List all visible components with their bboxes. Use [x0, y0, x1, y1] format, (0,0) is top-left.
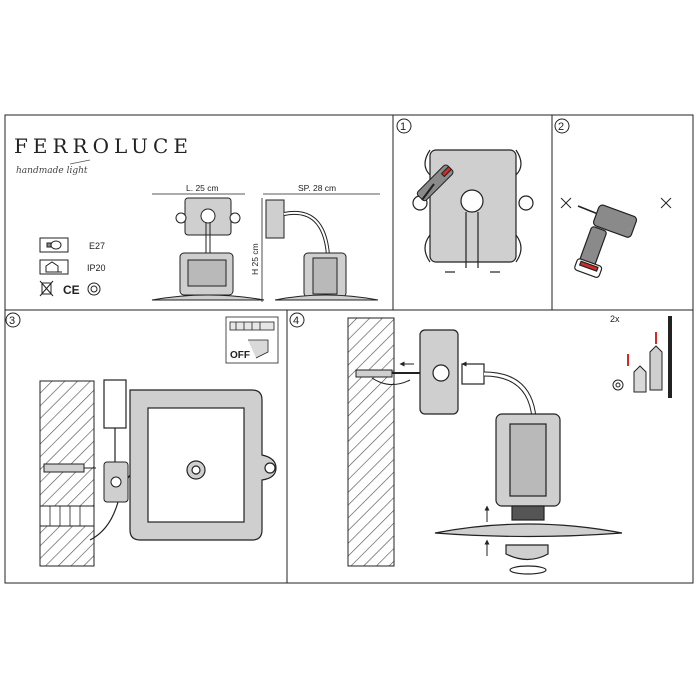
junction-box: [103, 379, 127, 429]
cable-conduit: [39, 505, 95, 527]
breaker-panel-icon: [225, 316, 279, 364]
lamp-arm-assembly: [434, 363, 623, 575]
bulb-spec-label: E27: [89, 241, 105, 251]
drill-mark-right-icon: [660, 197, 672, 209]
step-3-number: 3: [9, 315, 15, 327]
anchor-screw: [355, 369, 440, 385]
brand-tagline: handmade light: [16, 166, 88, 176]
panel-frames: [4, 114, 694, 584]
bulb-icon: [46, 240, 62, 250]
screw-quantity-label: 2x: [610, 314, 620, 324]
house-icon: [45, 261, 62, 273]
length-label: L. 25 cm: [186, 183, 219, 193]
brand-panel: FERROLUCE handmade light L. 25 cm SP. 28…: [14, 134, 380, 302]
step-1-number: 1: [400, 121, 406, 133]
screw-kit-icon: [612, 316, 672, 398]
ip-spec-label: IP20: [87, 263, 106, 273]
height-label: H 25 cm: [250, 243, 260, 275]
weee-bin-icon: [39, 280, 54, 297]
drill-mark-left-icon: [560, 197, 572, 209]
wall-bracket: [419, 329, 459, 415]
power-drill-icon: [574, 204, 638, 278]
lamp-front-view: [151, 197, 265, 301]
terminal-block: [103, 461, 129, 503]
mounting-plate: [129, 389, 277, 541]
projection-label: SP. 28 cm: [298, 183, 336, 193]
wall-plug-icon: [43, 463, 96, 473]
step-2-number: 2: [558, 121, 564, 133]
wall-section: [347, 317, 395, 567]
power-off-label: OFF: [230, 350, 250, 361]
screwdriver-icon: [416, 164, 454, 202]
recycle-icon: [87, 282, 101, 296]
wall-section: [39, 380, 95, 567]
spec-icons: [39, 237, 101, 297]
step-4-number: 4: [293, 315, 299, 327]
lamp-side-view: [265, 199, 379, 301]
step-4-panel: 4 2x: [289, 312, 672, 575]
brand-logo: FERROLUCE: [14, 134, 193, 158]
ce-mark: CE: [63, 283, 80, 297]
step-2-panel: 2: [554, 118, 672, 278]
step-3-panel: 3: [5, 312, 279, 567]
direction-arrows: [399, 361, 490, 556]
lamp-base-bracket: [412, 149, 534, 273]
step-1-panel: 1: [396, 118, 534, 273]
